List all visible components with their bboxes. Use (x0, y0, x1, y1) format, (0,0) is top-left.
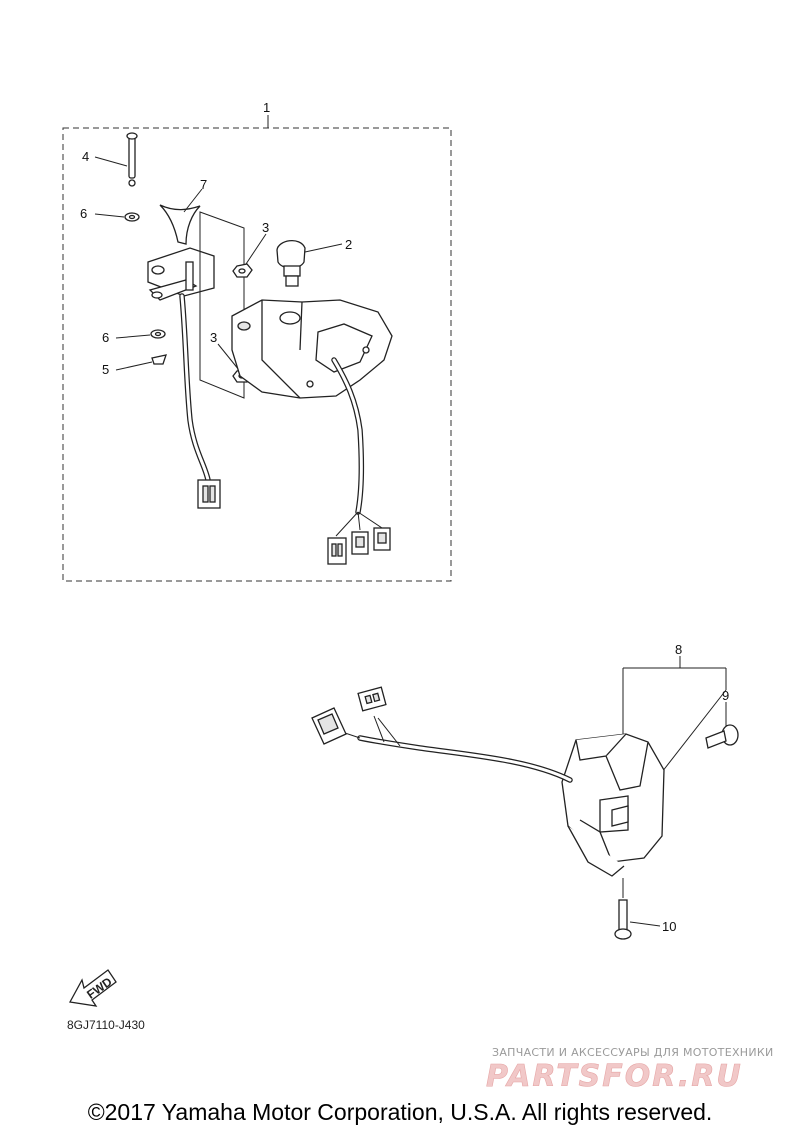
callout-2: 2 (345, 237, 352, 252)
callout-9: 9 (722, 688, 729, 703)
connector-switch-small (357, 686, 387, 712)
callout-3-upper: 3 (262, 220, 269, 235)
handlebar-switch-part-8 (561, 733, 665, 877)
watermark-tagline: ЗАПЧАСТИ И АКСЕССУАРЫ ДЛЯ МОТОТЕХНИКИ (492, 1046, 774, 1059)
pin-part-4 (126, 132, 138, 187)
connector-lever (197, 479, 221, 509)
callout-6-upper: 6 (80, 206, 87, 221)
callout-7: 7 (200, 177, 207, 192)
clip-part-5 (151, 354, 167, 365)
screw-part-10 (614, 899, 632, 940)
connector-housing-c (373, 527, 391, 551)
knob-part-2 (276, 240, 306, 287)
callout-3-lower: 3 (210, 330, 217, 345)
callout-8: 8 (675, 642, 682, 657)
watermark-logo: PARTSFOR.RU (486, 1059, 743, 1094)
callout-1: 1 (263, 100, 270, 115)
kit-group-box (62, 127, 452, 582)
switch-housing (231, 299, 393, 399)
gasket-plate (199, 211, 245, 399)
copyright-notice: ©2017 Yamaha Motor Corporation, U.S.A. A… (87, 1099, 713, 1125)
callout-6-lower: 6 (102, 330, 109, 345)
lever-bracket-part-7 (147, 204, 215, 301)
nut-part-3-upper (232, 263, 253, 278)
callout-4: 4 (82, 149, 89, 164)
fwd-arrow-icon: FWD (68, 969, 117, 1007)
connector-housing-a (327, 537, 347, 565)
drawing-code: 8GJ7110-J430 (67, 1018, 145, 1032)
callout-10: 10 (662, 919, 676, 934)
connector-housing-b (351, 531, 369, 555)
connector-switch-large (311, 707, 347, 745)
screw-part-9 (705, 724, 739, 749)
callout-5: 5 (102, 362, 109, 377)
